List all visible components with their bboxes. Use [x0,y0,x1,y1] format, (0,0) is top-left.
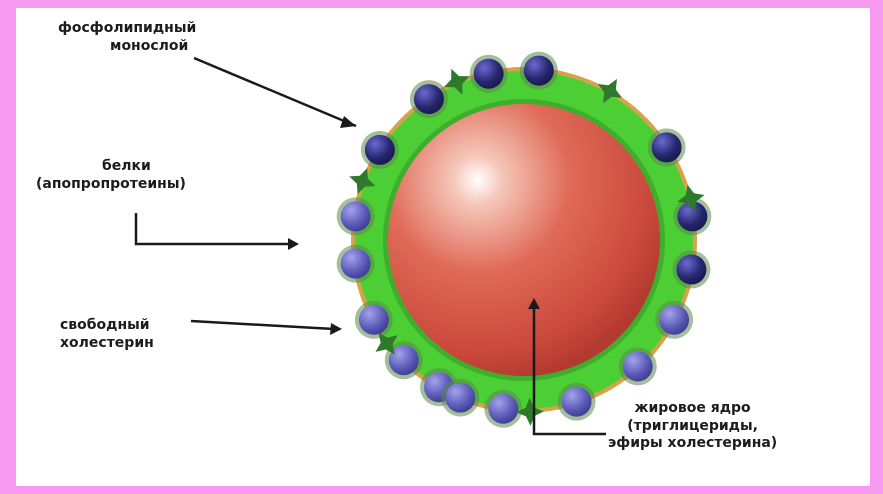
apolipoprotein-particle [414,84,444,114]
arrowhead-cholesterol [330,323,342,335]
pointer-line-phospholipid [194,58,356,126]
apolipoprotein-particle [341,201,371,231]
pointer-line-proteins [136,213,291,244]
arrowhead-phospholipid [340,116,356,128]
pointer-line-cholesterol [191,321,334,329]
lipid-core [388,104,660,376]
apolipoprotein-particle [524,56,554,86]
apolipoprotein-particle [488,394,518,424]
label-lipid-core: жировое ядро (триглицериды, эфиры холест… [608,400,777,453]
lipoprotein-diagram: фосфолипидный монослой белки (апопропрот… [16,8,870,486]
apolipoprotein-particle [676,255,706,285]
apolipoprotein-particle [623,351,653,381]
arrowhead-proteins [288,238,299,250]
apolipoprotein-particle [562,387,592,417]
apolipoprotein-particle [652,132,682,162]
apolipoprotein-particle [445,383,475,413]
apolipoprotein-particle [341,249,371,279]
apolipoprotein-particle [359,305,389,335]
label-proteins: белки (апопропротеины) [36,158,186,193]
label-free-cholesterol: свободный холестерин [60,317,154,352]
apolipoprotein-particle [659,305,689,335]
apolipoprotein-particle [365,135,395,165]
apolipoprotein-particle [474,59,504,89]
label-phospholipid-monolayer: фосфолипидный монослой [58,20,196,55]
